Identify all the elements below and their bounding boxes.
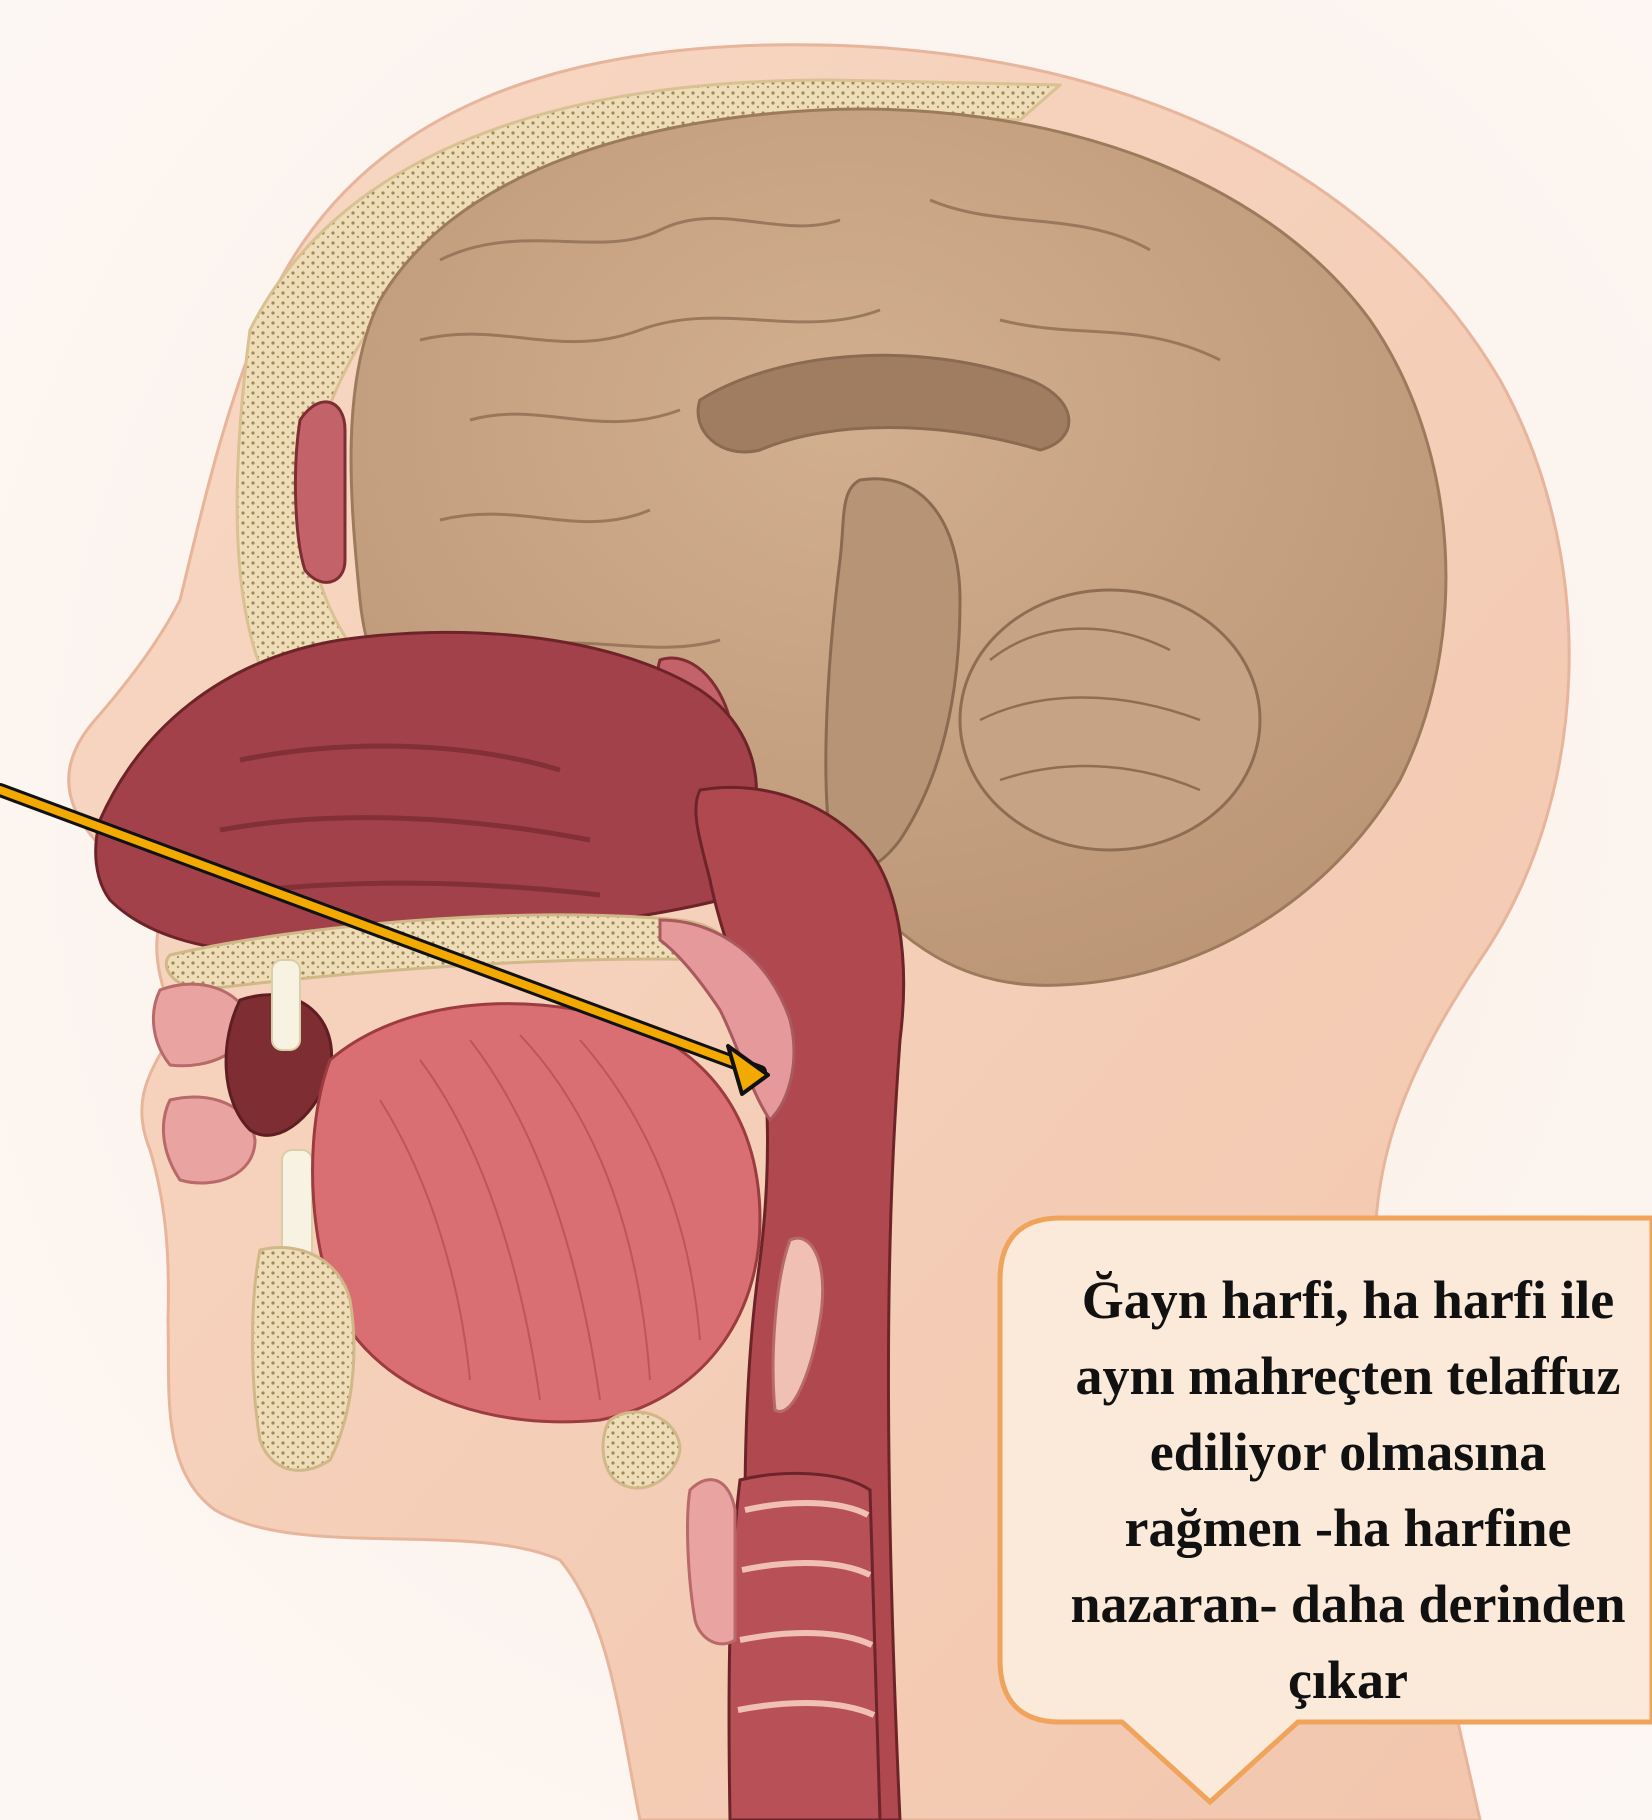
frontal-sinus [295,402,345,582]
lower-teeth [282,1150,312,1260]
callout-line-3: ediliyor olmasına [1028,1414,1652,1490]
tongue [313,1004,760,1422]
callout-line-5: nazaran- daha derinden [1028,1566,1652,1642]
upper-teeth [272,960,300,1050]
mandible [253,1247,354,1470]
callout-text: Ğayn harfi, ha harfi ile aynı mahreçten … [1028,1262,1652,1718]
larynx [688,1480,735,1644]
callout-line-4: rağmen -ha harfine [1028,1490,1652,1566]
callout-line-2: aynı mahreçten telaffuz [1028,1338,1652,1414]
callout-line-6: çıkar [1028,1642,1652,1718]
cerebellum [960,590,1260,850]
trachea [729,1473,880,1820]
callout-line-1: Ğayn harfi, ha harfi ile [1028,1262,1652,1338]
